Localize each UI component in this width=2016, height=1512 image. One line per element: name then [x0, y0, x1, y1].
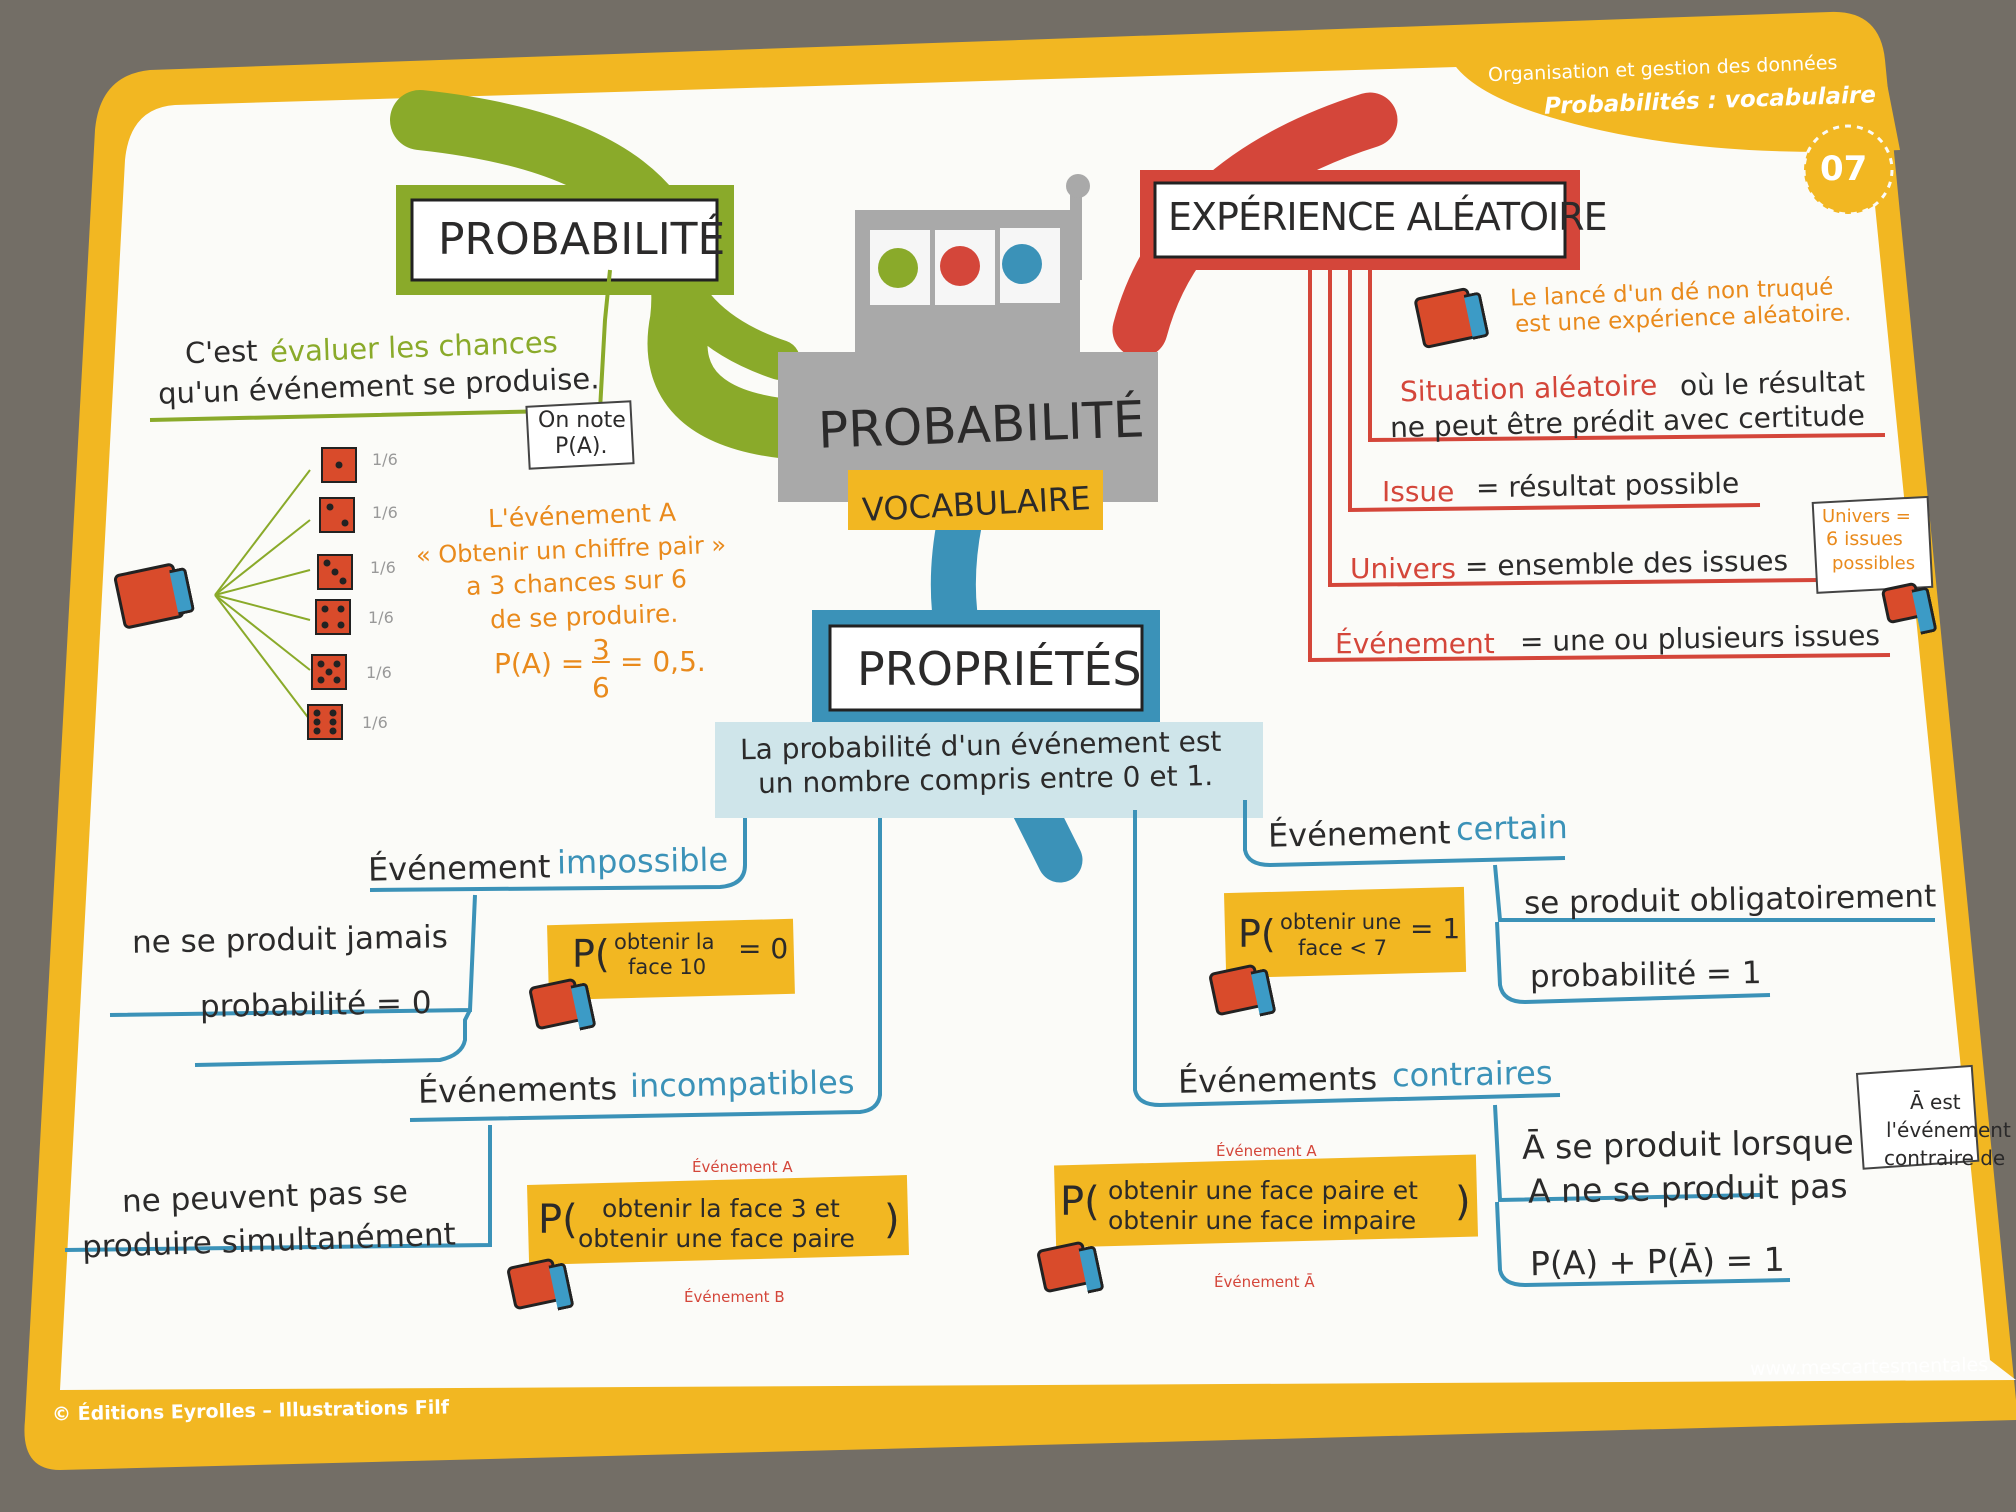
evenement-def: = une ou plusieurs issues — [1519, 618, 1881, 659]
incompatibles-word: incompatibles — [629, 1063, 855, 1105]
contraires-note-line3: contraire de — [1884, 1146, 2006, 1170]
impossible-formula-arg2: face 10 — [628, 955, 707, 979]
univers-note-line3: possibles — [1832, 553, 1916, 574]
probabilite-formula-result: = 0,5. — [620, 645, 706, 678]
issue-term: Issue — [1382, 475, 1455, 508]
probabilite-title: PROBABILITÉ — [438, 214, 726, 265]
certain-line2: probabilité = 1 — [1529, 954, 1762, 996]
incompatibles-formula-p: P( — [538, 1197, 578, 1243]
incompatibles-formula-arg1: obtenir la face 3 et — [602, 1194, 840, 1223]
contraires-line2: A ne se produit pas — [1527, 1166, 1848, 1211]
certain-prefix: Événement — [1267, 813, 1451, 855]
fraction: 1/6 — [366, 663, 392, 682]
fraction: 1/6 — [370, 558, 396, 577]
univers-note-line2: 6 issues — [1826, 528, 1903, 550]
contraires-formula-arg2: obtenir une face impaire — [1108, 1206, 1417, 1235]
incompatibles-label-a: Événement A — [692, 1158, 793, 1176]
contraires-label-a: Événement A — [1216, 1142, 1317, 1160]
impossible-formula-result: = 0 — [738, 932, 789, 965]
fraction: 1/6 — [372, 450, 398, 469]
incompatibles-prefix: Événements — [417, 1069, 618, 1111]
contraires-formula-p: P( — [1060, 1179, 1100, 1225]
univers-def: = ensemble des issues — [1464, 544, 1789, 583]
evenement-term: Événement — [1335, 627, 1495, 660]
fraction: 1/6 — [372, 503, 398, 522]
dice-icon — [1880, 581, 1924, 625]
impossible-formula-arg1: obtenir la — [614, 930, 715, 954]
proprietes-desc-line2: un nombre compris entre 0 et 1. — [757, 759, 1214, 800]
proprietes-desc-line1: La probabilité d'un événement est — [739, 724, 1222, 767]
contraires-formula-close: ) — [1455, 1179, 1471, 1225]
certain-formula-arg2: face < 7 — [1298, 936, 1388, 960]
certain-formula-p: P( — [1238, 912, 1276, 956]
contraires-label-abar: Événement Ā — [1214, 1273, 1315, 1291]
probabilite-def-prefix: C'est — [184, 333, 259, 371]
situation-rest: où le résultat — [1679, 364, 1866, 403]
experience-title: EXPÉRIENCE ALÉATOIRE — [1168, 195, 1608, 239]
probabilite-example-line3: a 3 chances sur 6 — [465, 564, 688, 601]
contraires-formula-arg1: obtenir une face paire et — [1108, 1176, 1418, 1205]
fraction: 1/6 — [368, 608, 394, 627]
card-number: 07 — [1820, 149, 1868, 189]
contraires-word: contraires — [1391, 1053, 1553, 1095]
contraires-note-line1: Ā est — [1910, 1090, 1961, 1114]
certain-word: certain — [1455, 808, 1569, 848]
probabilite-note-line1: On note — [538, 408, 626, 433]
impossible-line2: probabilité = 0 — [199, 984, 432, 1026]
incompatibles-label-b: Événement B — [684, 1288, 785, 1306]
certain-formula-result: = 1 — [1410, 912, 1461, 945]
incompatibles-formula-arg2: obtenir une face paire — [578, 1224, 855, 1253]
probabilite-note-line2: P(A). — [555, 434, 608, 459]
issue-def: = résultat possible — [1475, 466, 1740, 505]
impossible-prefix: Événement — [367, 847, 551, 889]
contraires-prefix: Événements — [1177, 1059, 1378, 1101]
contraires-line1: Ā se produit lorsque — [1521, 1122, 1855, 1167]
contraires-note-line2: l'événement — [1886, 1118, 2011, 1142]
certain-line1: se produit obligatoirement — [1523, 878, 1937, 922]
center-title: PROBABILITÉ — [817, 390, 1146, 460]
probabilite-example-line4: de se produire. — [489, 598, 679, 635]
impossible-formula-p: P( — [572, 932, 610, 976]
fraction: 1/6 — [362, 713, 388, 732]
probabilite-formula-prefix: P(A) = — [494, 647, 585, 680]
proprietes-title: PROPRIÉTÉS — [857, 642, 1142, 696]
certain-formula-arg1: obtenir une — [1280, 910, 1402, 934]
impossible-line1: ne se produit jamais — [131, 919, 449, 961]
probabilite-example-line1: L'événement A — [487, 497, 677, 534]
univers-term: Univers — [1350, 552, 1456, 585]
probabilite-formula-num: 3 — [592, 633, 610, 666]
probabilite-formula-den: 6 — [592, 671, 610, 704]
footer-url: www.mescartesmentales — [1749, 1353, 1989, 1381]
contraires-line3: P(A) + P(Ā) = 1 — [1529, 1239, 1786, 1284]
univers-note-line1: Univers = — [1822, 506, 1911, 527]
impossible-word: impossible — [556, 840, 729, 882]
incompatibles-formula-close: ) — [884, 1197, 900, 1243]
situation-highlight: Situation aléatoire — [1399, 368, 1658, 409]
